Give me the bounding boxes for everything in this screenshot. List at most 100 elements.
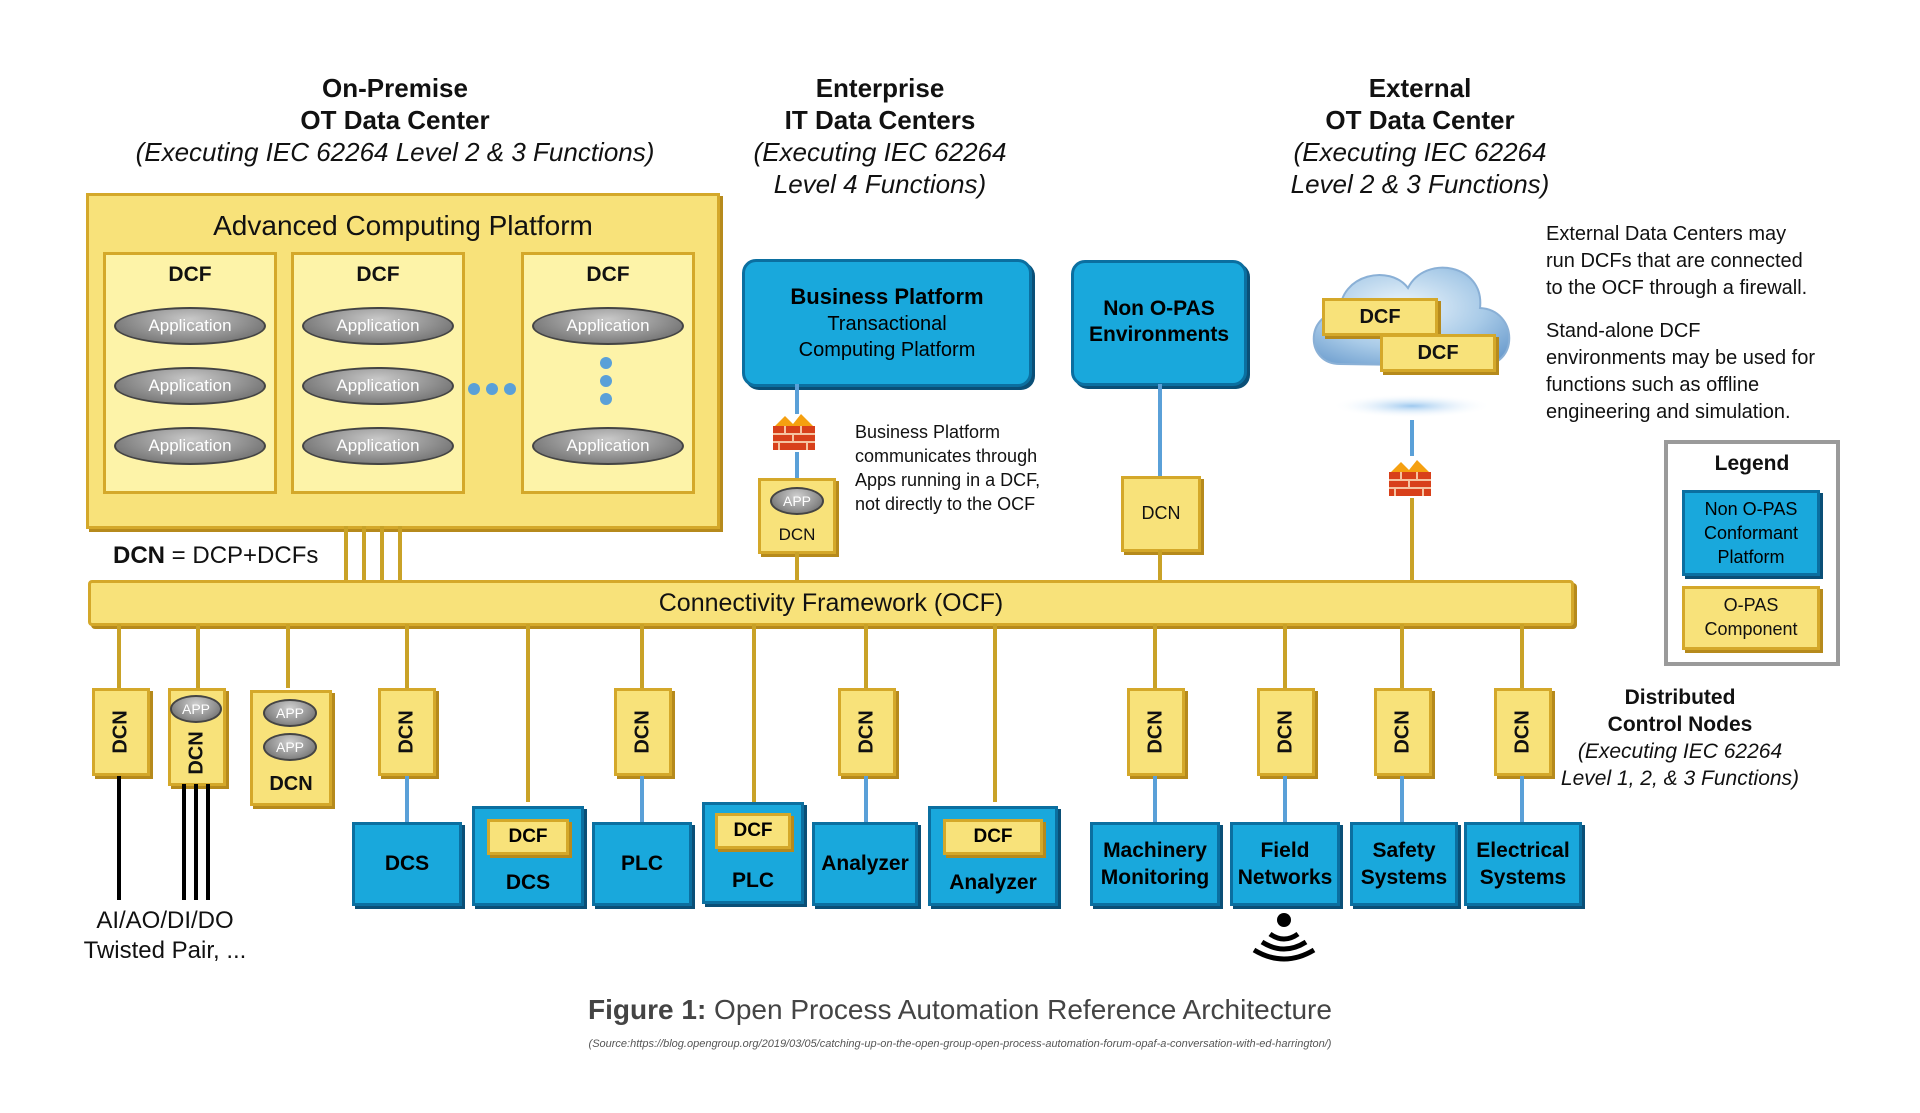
io-label-line1: AI/AO/DI/DO: [96, 907, 234, 934]
io-label-line2: Twisted Pair, ...: [83, 937, 247, 964]
application-pill: Application: [302, 427, 454, 465]
field-label-line1: Field: [1260, 839, 1310, 862]
safety-systems-box: Safety Systems: [1350, 822, 1458, 906]
dcn-label: DCN: [1144, 710, 1167, 754]
dcn-note-line2: Control Nodes: [1607, 713, 1753, 736]
non-opas-env-line2: Environments: [1088, 323, 1230, 346]
external-note: External Data Centers may run DCFs that …: [1546, 221, 1876, 426]
dcf-inner: DCF: [487, 819, 569, 855]
ellipsis-dots-horizontal: [466, 382, 518, 396]
analyzer-box: Analyzer: [812, 822, 918, 906]
header-external-line4: Level 2 & 3 Functions): [1290, 169, 1550, 199]
dcn-label: DCN: [395, 710, 418, 754]
dcf-label: DCF: [168, 263, 212, 286]
wireless-icon: [1250, 910, 1318, 966]
connector-line: [640, 776, 644, 822]
application-pill: Application: [302, 367, 454, 405]
dcs-with-dcf-box: DCF DCS: [472, 806, 584, 906]
ocf-label: Connectivity Framework (OCF): [658, 589, 1004, 617]
firewall-icon: [771, 412, 817, 452]
connector-line: [405, 624, 409, 688]
analyzer-label: Analyzer: [949, 871, 1037, 894]
connectivity-framework-bar: Connectivity Framework (OCF): [88, 580, 1574, 626]
business-platform-title: Business Platform: [790, 284, 984, 309]
dcn-label: DCN: [778, 525, 816, 544]
dcn-note-line3: (Executing IEC 62264: [1577, 740, 1783, 763]
dcn-node: DCN: [1257, 688, 1315, 776]
dcn-note: Distributed Control Nodes (Executing IEC…: [1540, 684, 1820, 792]
analyzer-with-dcf-box: DCF Analyzer: [928, 806, 1058, 906]
dcn-label: DCN: [1391, 710, 1414, 754]
connector-line: [1410, 498, 1414, 580]
figure-caption-prefix: Figure 1:: [588, 994, 707, 1025]
connector-line: [1153, 776, 1157, 822]
external-note-line: Stand-alone DCF: [1546, 320, 1701, 342]
header-enterprise-line2: IT Data Centers: [784, 105, 976, 135]
connector-line: [1520, 624, 1524, 688]
dcn-node: DCN: [838, 688, 896, 776]
legend-line: Platform: [1717, 547, 1785, 567]
dcn-label: DCN: [1141, 503, 1181, 523]
connector-line: [640, 624, 644, 688]
io-label: AI/AO/DI/DO Twisted Pair, ...: [80, 906, 250, 966]
dcs-box: DCS: [352, 822, 462, 906]
legend: Legend Non O-PAS Conformant Platform O-P…: [1664, 440, 1840, 666]
dcn-label: DCN: [855, 710, 878, 754]
analyzer-label: Analyzer: [821, 852, 909, 875]
plc-with-dcf-box: DCF PLC: [702, 802, 804, 904]
dcn-label: DCN: [631, 710, 654, 754]
dcf-label: DCF: [1417, 342, 1459, 364]
firewall-icon: [1387, 458, 1433, 498]
io-wire: [194, 784, 198, 900]
dcn-label: DCN: [269, 773, 313, 795]
connector-line: [864, 624, 868, 688]
connector-line: [362, 526, 366, 580]
non-opas-environments: Non O-PAS Environments: [1071, 260, 1247, 386]
business-dcn-node: APP DCN: [758, 478, 836, 554]
connector-line: [1158, 550, 1162, 580]
connector-line: [196, 624, 200, 688]
dcn-node: DCN: [614, 688, 672, 776]
dcf-label: DCF: [508, 826, 548, 847]
machinery-label-line1: Machinery: [1103, 839, 1207, 862]
io-wire: [182, 784, 186, 900]
connector-line: [1400, 776, 1404, 822]
dcn-node-with-apps: APP APP DCN: [250, 690, 332, 806]
header-external: External OT Data Center (Executing IEC 6…: [1270, 72, 1570, 200]
dcn-label: DCN: [185, 731, 208, 775]
app-pill: APP: [263, 733, 317, 761]
external-note-line: run DCFs that are connected: [1546, 250, 1803, 272]
business-note: Business Platform communicates through A…: [855, 420, 1040, 516]
header-external-line1: External: [1368, 73, 1472, 103]
connector-line: [1283, 624, 1287, 688]
business-platform-line3: Computing Platform: [798, 339, 976, 361]
safety-label-line1: Safety: [1372, 839, 1436, 862]
header-enterprise-line4: Level 4 Functions): [773, 169, 987, 199]
dcn-node: DCN: [92, 688, 150, 776]
dcn-label: DCN: [1511, 710, 1534, 754]
business-note-line: communicates through: [855, 446, 1038, 466]
connector-line: [1520, 776, 1524, 822]
acp-title: Advanced Computing Platform: [213, 210, 593, 241]
business-note-line: not directly to the OCF: [855, 494, 1036, 514]
plc-label: PLC: [621, 852, 663, 875]
dcn-node-with-app: APP DCN: [168, 688, 226, 786]
connector-line: [1153, 624, 1157, 688]
header-on-premise-line1: On-Premise: [322, 73, 468, 103]
external-note-line: to the OCF through a firewall.: [1546, 277, 1808, 299]
electrical-systems-box: Electrical Systems: [1464, 822, 1582, 906]
dcn-label: DCN: [1274, 710, 1297, 754]
io-wire: [206, 784, 210, 900]
dcf-column-1: DCF Application Application Application: [103, 252, 277, 494]
dcn-node: DCN: [1494, 688, 1552, 776]
header-enterprise: Enterprise IT Data Centers (Executing IE…: [730, 72, 1030, 200]
header-on-premise-line2: OT Data Center: [300, 105, 490, 135]
field-label-line2: Networks: [1237, 866, 1333, 889]
header-enterprise-line1: Enterprise: [815, 73, 945, 103]
cloud-dcf-1: DCF: [1322, 298, 1438, 336]
dcn-node: DCN: [378, 688, 436, 776]
connector-line: [993, 624, 997, 802]
dcf-column-3: DCF Application Application: [521, 252, 695, 494]
connector-line: [795, 384, 799, 414]
field-networks-box: Field Networks: [1230, 822, 1340, 906]
